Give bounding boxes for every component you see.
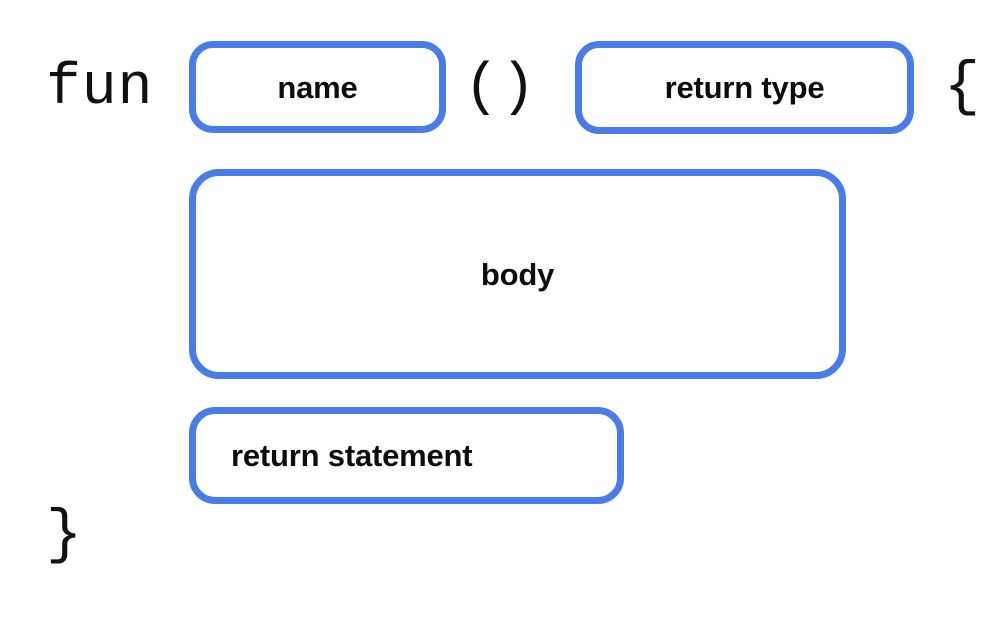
slot-body-label: body [480, 256, 555, 292]
slot-body[interactable]: body [189, 169, 846, 379]
slot-return-statement[interactable]: return statement [189, 407, 624, 504]
slot-name-label: name [277, 69, 358, 105]
slot-return-type[interactable]: return type [575, 41, 914, 134]
keyword-fun-token: fun [46, 56, 154, 121]
slot-name[interactable]: name [189, 41, 446, 133]
slot-return-type-label: return type [664, 70, 825, 105]
brace-open-token: { [944, 54, 981, 122]
brace-close-token: } [46, 502, 83, 570]
slot-return-statement-label: return statement [231, 438, 473, 473]
